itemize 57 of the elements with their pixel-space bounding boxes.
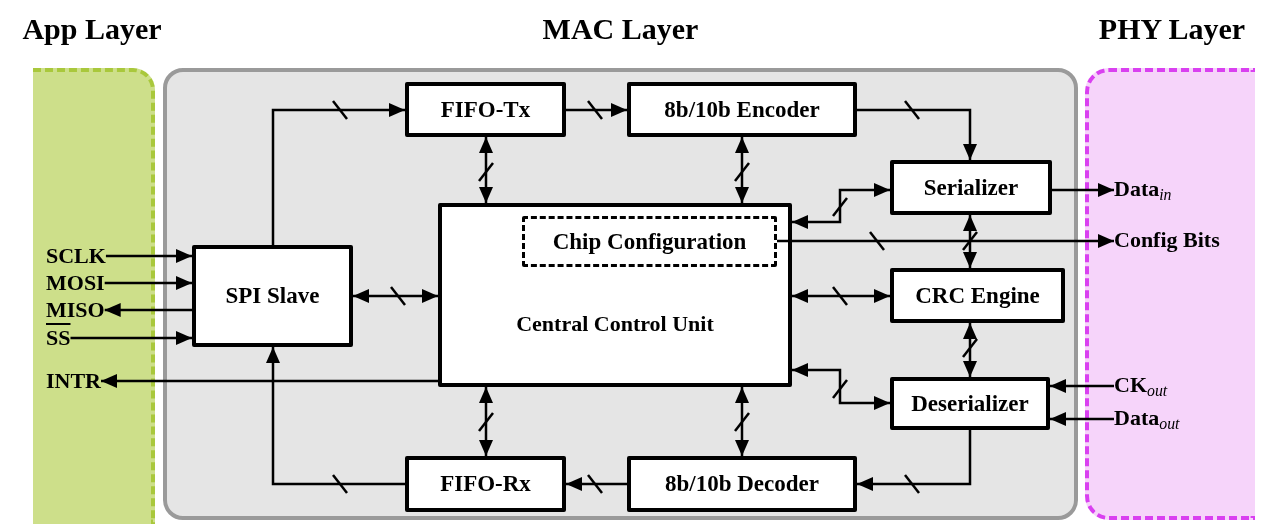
process-box (405, 82, 566, 137)
bus-arrow (734, 387, 750, 456)
signal-label: Config Bits (1114, 227, 1220, 255)
process-box (405, 456, 566, 512)
block-label: CRC Engine (915, 282, 1040, 309)
bus-arrow (792, 363, 890, 410)
bus-arrow (266, 347, 405, 494)
process-box (627, 82, 857, 137)
block-label: Central Control Unit (515, 311, 715, 337)
block-label: SPI Slave (225, 283, 320, 309)
bus-arrow (353, 286, 438, 306)
bus-arrow (478, 137, 494, 203)
bus-arrow (962, 215, 978, 268)
bus-arrow (792, 286, 890, 306)
bus-arrow (734, 137, 750, 203)
arrow (70, 331, 192, 345)
arrow (104, 276, 192, 290)
block-label: 8b/10b Encoder (664, 96, 820, 123)
block-label: FIFO-Tx (440, 96, 531, 123)
arrow (105, 249, 192, 263)
signal-label: MISO (46, 297, 105, 323)
bus-arrow (271, 100, 405, 245)
process-box (438, 203, 792, 387)
process-box (890, 377, 1050, 430)
signal-label: INTR (46, 368, 101, 394)
arrow (1052, 183, 1114, 197)
arrow (1050, 412, 1114, 426)
arrow (104, 303, 192, 317)
bus-arrow (566, 474, 627, 494)
signal-label: SCLK (46, 243, 106, 269)
process-box (890, 160, 1052, 215)
bus-arrow (962, 323, 978, 377)
bus-arrow (857, 100, 977, 160)
bus-arrow (566, 100, 627, 120)
layer-title: MAC Layer (542, 12, 699, 46)
process-box (890, 268, 1065, 323)
signal-label: Data$_{out}$ (1114, 405, 1180, 433)
layer-title: App Layer (22, 12, 162, 46)
signal-label: CK$_{out}$ (1114, 372, 1168, 400)
block-label: Serializer (923, 174, 1019, 201)
arrow (1050, 379, 1114, 393)
bus-arrow (777, 231, 1114, 251)
layer-title: PHY Layer (1098, 12, 1246, 46)
signal-label: MOSI (46, 270, 105, 296)
bus-arrow (857, 430, 972, 494)
signal-label: SS (46, 325, 71, 351)
block-label: Deserializer (911, 390, 1029, 417)
signal-label: Data$_{in}$ (1114, 176, 1172, 204)
process-box (192, 245, 353, 347)
process-box (627, 456, 857, 512)
block-label: FIFO-Rx (440, 471, 531, 497)
dashed-box (522, 216, 777, 267)
arrow (101, 374, 438, 388)
bus-arrow (478, 387, 494, 456)
bus-arrow (792, 183, 890, 229)
block-label: Chip Configuration (552, 228, 747, 255)
block-label: 8b/10b Decoder (665, 471, 819, 497)
